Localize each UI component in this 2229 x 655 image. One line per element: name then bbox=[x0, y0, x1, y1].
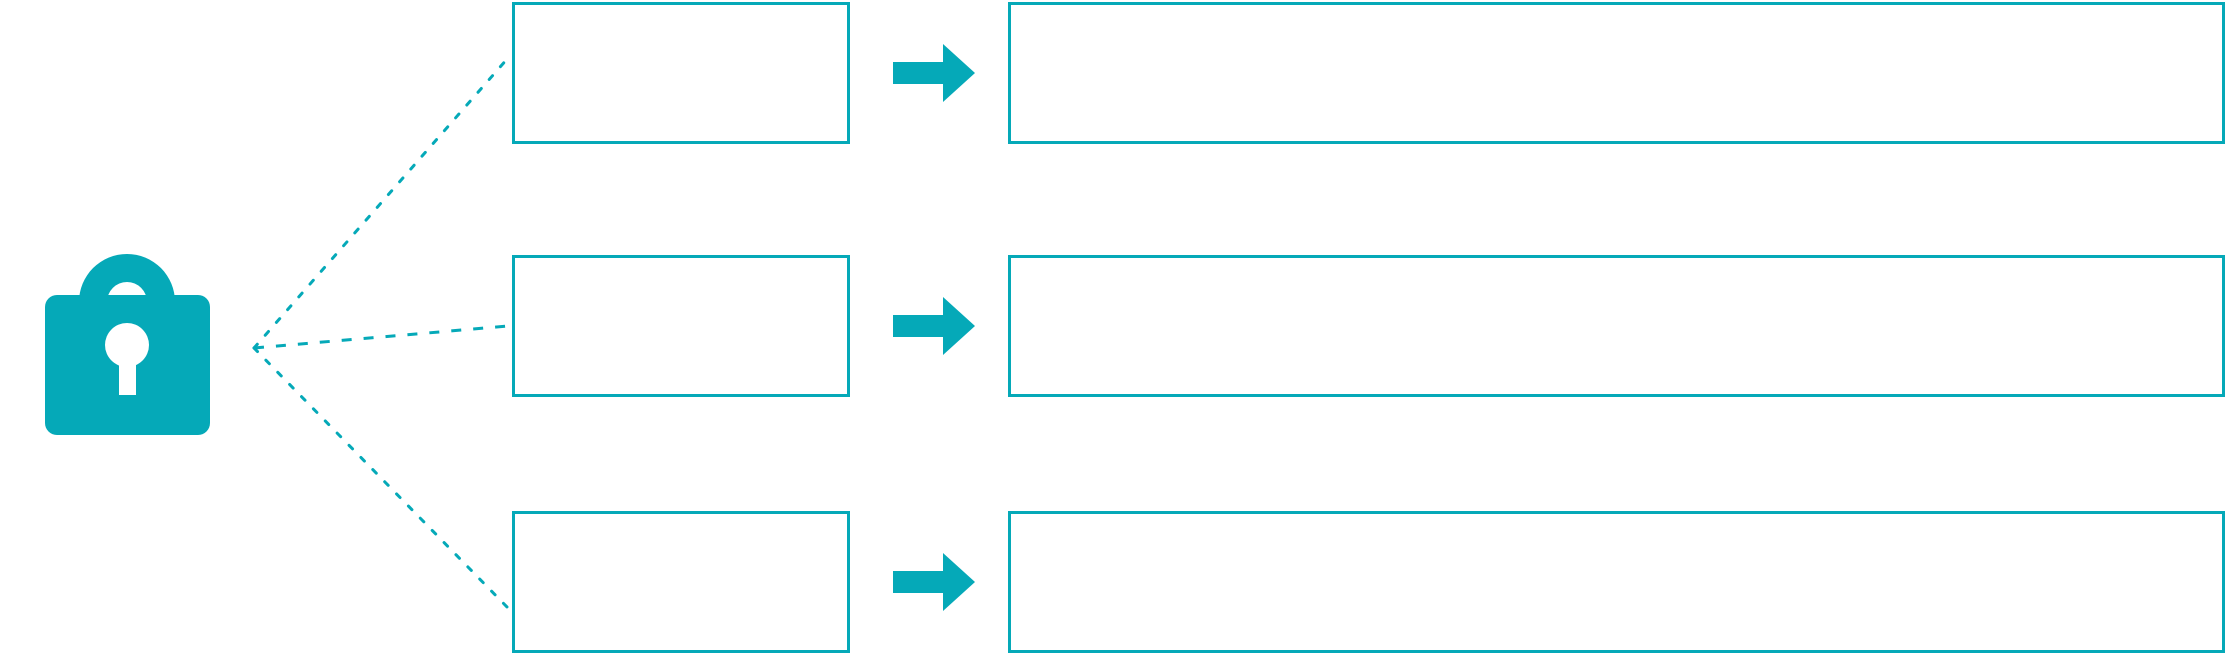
outcome-box-label bbox=[1011, 258, 2222, 278]
outcome-box[interactable] bbox=[1008, 2, 2225, 144]
arrow-right-icon bbox=[893, 291, 975, 361]
flow-row bbox=[0, 255, 2229, 397]
stage-box-label bbox=[515, 514, 847, 534]
stage-box[interactable] bbox=[512, 511, 850, 653]
outcome-box-label bbox=[1011, 5, 2222, 25]
flow-row bbox=[0, 511, 2229, 653]
outcome-box[interactable] bbox=[1008, 255, 2225, 397]
stage-box[interactable] bbox=[512, 255, 850, 397]
flow-row bbox=[0, 2, 2229, 144]
stage-box[interactable] bbox=[512, 2, 850, 144]
stage-box-label bbox=[515, 5, 847, 25]
outcome-box-label bbox=[1011, 514, 2222, 534]
outcome-box[interactable] bbox=[1008, 511, 2225, 653]
stage-box-label bbox=[515, 258, 847, 278]
lock-icon bbox=[30, 210, 225, 445]
arrow-right-icon bbox=[893, 547, 975, 617]
arrow-right-icon bbox=[893, 38, 975, 108]
